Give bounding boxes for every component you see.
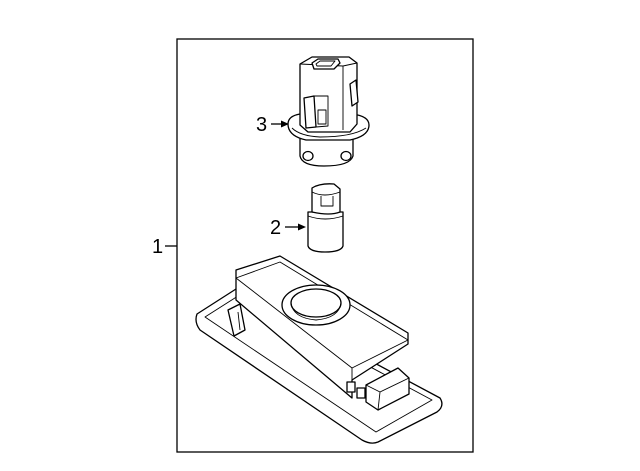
callout-3-arrow — [281, 120, 289, 128]
callout-3[interactable]: 3 — [256, 114, 289, 136]
callout-2-arrow — [298, 223, 306, 231]
callout-1[interactable]: 1 — [152, 236, 177, 258]
lamp-housing-part — [195, 255, 443, 444]
callout-2[interactable]: 2 — [270, 217, 306, 239]
bulb-part — [307, 183, 344, 253]
callout-1-label: 1 — [152, 236, 163, 258]
callout-2-label: 2 — [270, 217, 281, 239]
callout-3-label: 3 — [256, 114, 267, 136]
bulb-socket-part — [287, 56, 370, 167]
